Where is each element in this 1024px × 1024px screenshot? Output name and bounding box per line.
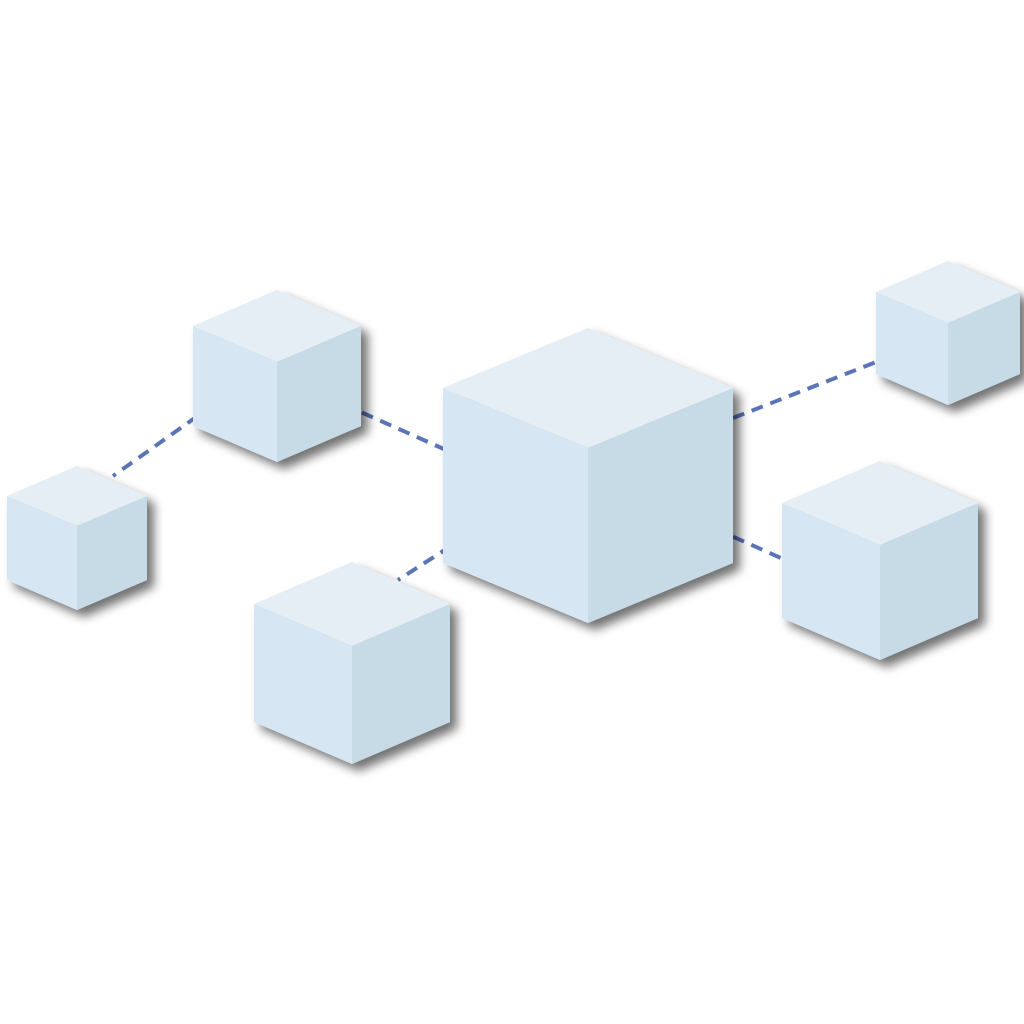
cube-upper-left bbox=[193, 290, 361, 462]
cube-far-left-right-face bbox=[77, 496, 147, 610]
cube-lower-right-right-face bbox=[880, 503, 978, 660]
cube-lower-left-top-face bbox=[254, 562, 450, 646]
cube-lower-right-top-face bbox=[782, 461, 978, 545]
cube-hub bbox=[443, 328, 733, 623]
cube-upper-left-left-face bbox=[193, 326, 277, 462]
cube-lower-left-left-face bbox=[254, 604, 352, 764]
cubes-layer bbox=[7, 261, 1020, 764]
cube-upper-left-top-face bbox=[193, 290, 361, 362]
cube-far-left-top-face bbox=[7, 466, 147, 526]
cube-upper-right-left-face bbox=[876, 292, 948, 405]
cube-far-left-left-face bbox=[7, 496, 77, 610]
connector-hub-to-upper-left bbox=[317, 391, 447, 452]
cube-hub-right-face bbox=[588, 388, 733, 623]
cube-lower-left bbox=[254, 562, 450, 764]
cube-upper-left-right-face bbox=[277, 326, 361, 462]
cube-hub-top-face bbox=[443, 328, 733, 448]
cube-far-left bbox=[7, 466, 147, 610]
cube-hub-left-face bbox=[443, 388, 588, 623]
cube-lower-right-left-face bbox=[782, 503, 880, 660]
cube-upper-right-right-face bbox=[948, 292, 1020, 405]
cube-lower-left-right-face bbox=[352, 604, 450, 764]
cube-upper-right-top-face bbox=[876, 261, 1020, 323]
cube-lower-right bbox=[782, 461, 978, 660]
cube-upper-right bbox=[876, 261, 1020, 405]
